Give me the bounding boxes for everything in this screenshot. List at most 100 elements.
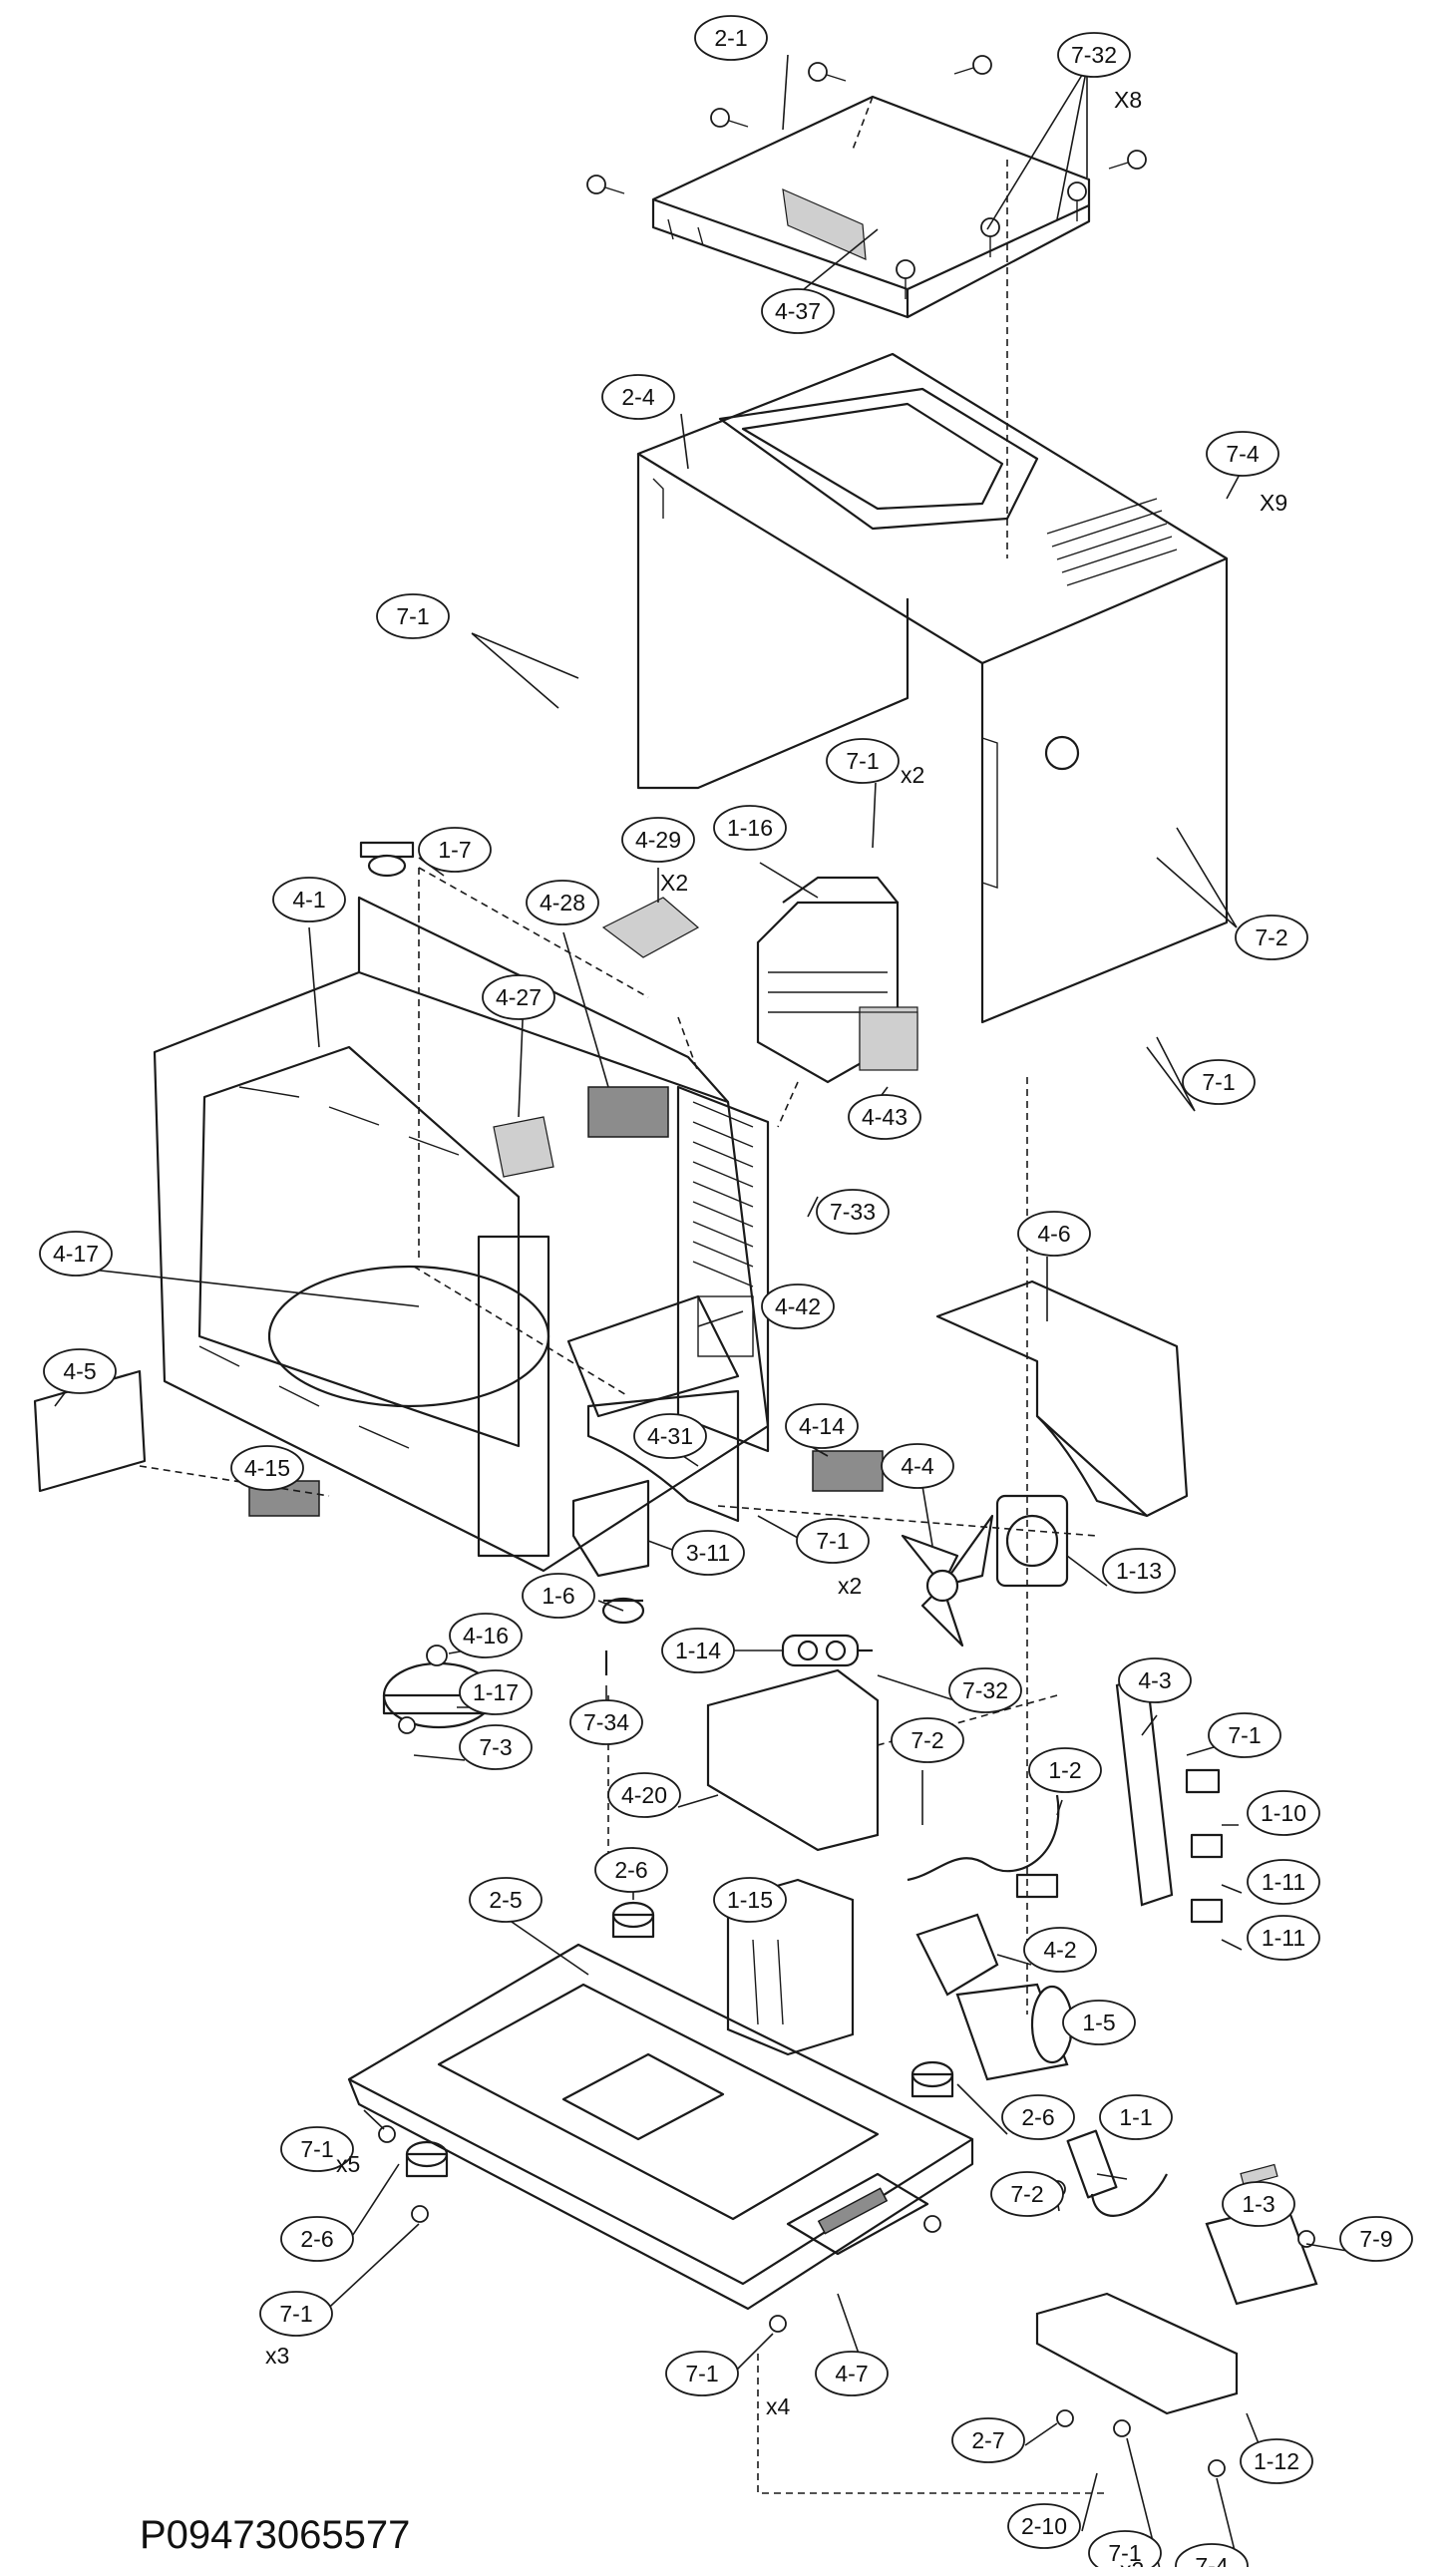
- bracket-3-11-part: [571, 1479, 650, 1578]
- callout-1-1: 1-1: [1099, 2094, 1173, 2140]
- qty-label: x3: [265, 2343, 289, 2369]
- cabinet-part: [636, 352, 1229, 1024]
- capacitor-part: [955, 1983, 1074, 2081]
- callout-2-6: 2-6: [1001, 2094, 1075, 2140]
- callout-label: 1-7: [438, 837, 471, 863]
- callout-label: 4-20: [621, 1782, 667, 1808]
- callout-2-6: 2-6: [594, 1847, 668, 1893]
- callout-label: 7-1: [846, 748, 879, 774]
- thermostat-1-7-part: [359, 841, 415, 878]
- switch-1-1-part: [1066, 2129, 1168, 2217]
- callout-2-10: 2-10: [1007, 2503, 1081, 2549]
- callout-1-14: 1-14: [661, 1628, 735, 1673]
- callout-label: 4-27: [496, 984, 542, 1010]
- duct-4-31-part: [586, 1389, 740, 1523]
- callout-4-29: 4-29: [621, 817, 695, 863]
- qty-label: X8: [1114, 87, 1142, 113]
- qty-label: X9: [1260, 490, 1287, 516]
- callout-label: 7-2: [1255, 924, 1287, 950]
- callout-7-33: 7-33: [816, 1189, 890, 1235]
- callout-4-5: 4-5: [43, 1348, 117, 1394]
- base-plate-part: [347, 1943, 974, 2311]
- callout-4-3: 4-3: [1118, 1657, 1192, 1703]
- callout-label: 1-12: [1254, 2448, 1299, 2474]
- callout-label: 4-2: [1043, 1937, 1076, 1963]
- callout-label: 4-29: [635, 827, 681, 853]
- callout-4-20: 4-20: [607, 1772, 681, 1818]
- callout-label: 4-1: [292, 887, 325, 913]
- callout-label: 7-9: [1359, 2226, 1392, 2252]
- pad-4-14-part: [812, 1450, 884, 1492]
- callout-7-1: 7-1: [1088, 2530, 1162, 2567]
- callout-label: 1-3: [1242, 2191, 1274, 2217]
- callout-label: 7-2: [910, 1727, 943, 1753]
- pad-4-27-part: [493, 1116, 554, 1178]
- callout-1-13: 1-13: [1102, 1548, 1176, 1594]
- callout-7-1: 7-1: [376, 593, 450, 639]
- fuse-1-3-part: [1240, 2163, 1278, 2186]
- callout-4-37: 4-37: [761, 288, 835, 334]
- callout-label: 4-28: [540, 890, 585, 916]
- callout-label: 4-37: [775, 298, 821, 324]
- callout-label: 7-1: [816, 1528, 849, 1554]
- callout-4-14: 4-14: [785, 1403, 859, 1449]
- callout-label: 1-1: [1119, 2104, 1152, 2130]
- callout-label: 2-5: [489, 1887, 522, 1913]
- callout-2-1: 2-1: [694, 15, 768, 61]
- callout-1-12: 1-12: [1240, 2438, 1313, 2484]
- callout-label: 7-32: [962, 1677, 1008, 1703]
- callout-label: 4-7: [835, 2361, 868, 2386]
- callout-4-42: 4-42: [761, 1284, 835, 1329]
- callout-label: 7-1: [396, 603, 429, 629]
- screws-bottom: [378, 2125, 1315, 2477]
- callout-label: 7-4: [1195, 2553, 1228, 2567]
- callout-1-15: 1-15: [713, 1877, 787, 1923]
- callout-label: 2-1: [714, 25, 747, 51]
- magnetron-part: [756, 876, 918, 1128]
- qty-label: x4: [766, 2393, 791, 2419]
- callout-4-15: 4-15: [230, 1445, 304, 1491]
- callout-label: 4-5: [63, 1358, 96, 1384]
- screws-top: [586, 55, 1147, 299]
- cord-1-2-part: [907, 1794, 1060, 1899]
- callout-label: 7-4: [1226, 441, 1259, 467]
- callout-label: 7-33: [830, 1199, 876, 1225]
- callout-2-7: 2-7: [951, 2417, 1025, 2463]
- foot-2-6-b-part: [910, 2060, 954, 2098]
- qty-label: X2: [660, 870, 688, 896]
- callout-label: 4-31: [647, 1423, 693, 1449]
- callout-label: 2-6: [300, 2226, 333, 2252]
- callout-4-43: 4-43: [848, 1094, 921, 1140]
- callout-label: 2-7: [971, 2427, 1004, 2453]
- callout-1-3: 1-3: [1222, 2181, 1295, 2227]
- callout-7-1: 7-1: [826, 738, 900, 784]
- callout-7-32: 7-32: [1057, 32, 1131, 78]
- quantity-labels: X8 X9 x2 X2 x2 x5 x3 x4 x2: [265, 87, 1287, 2567]
- callout-1-17: 1-17: [459, 1669, 533, 1715]
- callout-label: 7-1: [685, 2361, 718, 2386]
- callout-label: 4-6: [1037, 1221, 1070, 1247]
- callout-1-5: 1-5: [1062, 2000, 1136, 2045]
- callout-7-1: 7-1: [259, 2291, 333, 2337]
- callout-4-1: 4-1: [272, 877, 346, 922]
- callout-3-11: 3-11: [671, 1530, 745, 1576]
- document-id: P09473065577: [140, 2513, 410, 2557]
- callout-label: 7-1: [1108, 2540, 1141, 2566]
- top-cover-part: [651, 95, 1091, 558]
- transformer-part: [726, 1878, 855, 2056]
- callout-4-4: 4-4: [881, 1443, 954, 1489]
- callout-4-31: 4-31: [633, 1413, 707, 1459]
- callout-1-11: 1-11: [1247, 1915, 1320, 1961]
- callout-7-32: 7-32: [948, 1667, 1022, 1713]
- qty-label: x2: [901, 762, 924, 788]
- rail-4-7-part: [817, 2187, 889, 2235]
- callout-label: 1-17: [473, 1679, 519, 1705]
- callout-label: 4-17: [53, 1241, 99, 1267]
- callout-label: 1-13: [1116, 1558, 1162, 1584]
- callout-2-4: 2-4: [601, 374, 675, 420]
- callout-1-16: 1-16: [713, 805, 787, 851]
- callout-label: 1-11: [1262, 1925, 1305, 1951]
- callout-7-9: 7-9: [1339, 2216, 1413, 2262]
- callout-label: 1-16: [727, 815, 773, 841]
- callout-label: 3-11: [686, 1540, 730, 1566]
